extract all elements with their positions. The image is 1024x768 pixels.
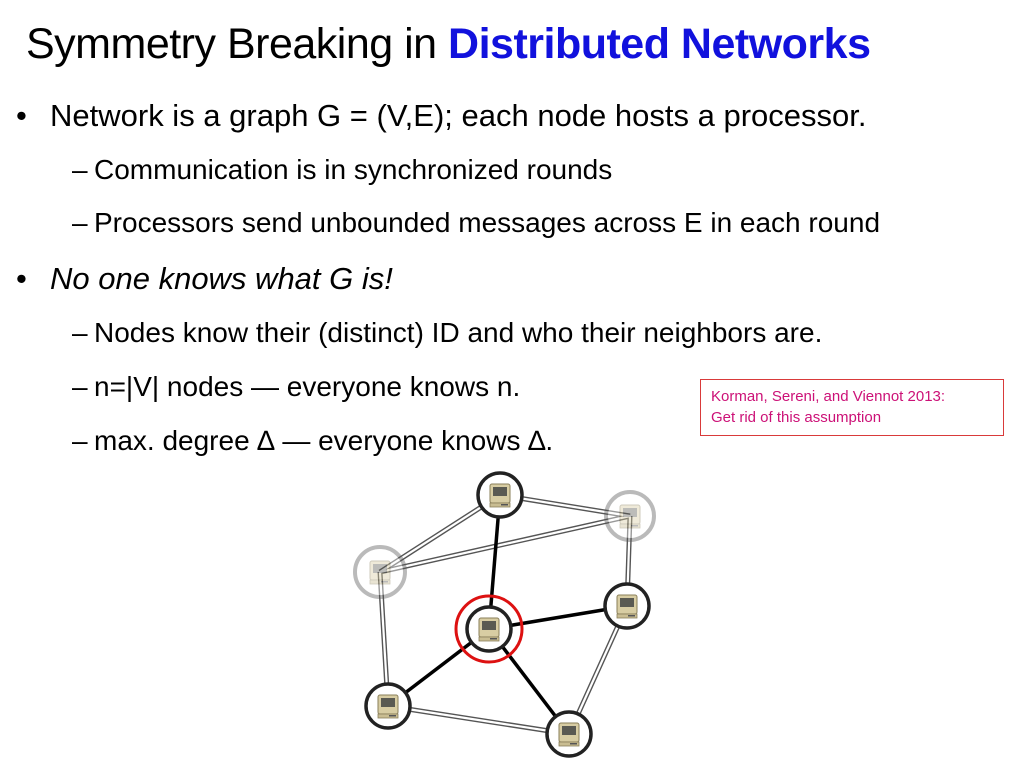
computer-icon <box>377 694 399 719</box>
subbullet-messages: –Processors send unbounded messages acro… <box>72 205 880 241</box>
note-line-1: Korman, Sereni, and Viennot 2013: <box>711 388 946 405</box>
subbullet-text: Communication is in synchronized rounds <box>94 154 613 185</box>
bullet-text: Network is a graph G = (V,E); each node … <box>50 98 867 133</box>
node-bottom-right <box>545 710 593 758</box>
node-right <box>603 582 651 630</box>
subbullet-marker: – <box>72 154 88 185</box>
subbullet-marker: – <box>72 317 88 348</box>
computer-icon <box>619 504 641 529</box>
node-top-right <box>604 490 656 542</box>
computer-icon <box>558 722 580 747</box>
subbullet-max-degree: –max. degree ∆ — everyone knows ∆. <box>72 423 553 459</box>
node-top <box>476 471 524 519</box>
computer-icon <box>369 560 391 585</box>
bullet-network-graph: • Network is a graph G = (V,E); each node… <box>16 96 866 136</box>
computer-icon <box>489 483 511 508</box>
node-left <box>353 545 407 599</box>
computer-icon <box>478 617 500 642</box>
subbullet-marker: – <box>72 425 88 456</box>
citation-note: Korman, Sereni, and Viennot 2013: Get ri… <box>700 379 1004 436</box>
subbullet-node-ids: –Nodes know their (distinct) ID and who … <box>72 315 822 351</box>
node-center <box>454 594 524 664</box>
subbullet-communication: –Communication is in synchronized rounds <box>72 152 612 188</box>
bullet-marker: • <box>16 98 27 133</box>
bullet-text: No one knows what G is! <box>50 261 393 296</box>
subbullet-marker: – <box>72 207 88 238</box>
title-accent: Distributed Networks <box>448 20 871 68</box>
note-line-2: Get rid of this assumption <box>711 409 882 426</box>
subbullet-marker: – <box>72 371 88 402</box>
subbullet-text: max. degree ∆ — everyone knows ∆. <box>94 425 554 456</box>
subbullet-text: n=|V| nodes — everyone knows n. <box>94 371 521 402</box>
node-bottom-left <box>364 682 412 730</box>
subbullet-text: Nodes know their (distinct) ID and who t… <box>94 317 823 348</box>
subbullet-text: Processors send unbounded messages acros… <box>94 207 881 238</box>
bullet-no-one-knows: • No one knows what G is! <box>16 259 393 299</box>
highlight-ring <box>454 594 524 664</box>
network-graph <box>353 471 656 758</box>
subbullet-n-nodes: –n=|V| nodes — everyone knows n. <box>72 369 520 405</box>
computer-icon <box>616 594 638 619</box>
bullet-marker: • <box>16 261 27 296</box>
slide-title: Symmetry Breaking in Distributed Network… <box>26 14 871 74</box>
title-plain: Symmetry Breaking in <box>26 20 449 68</box>
